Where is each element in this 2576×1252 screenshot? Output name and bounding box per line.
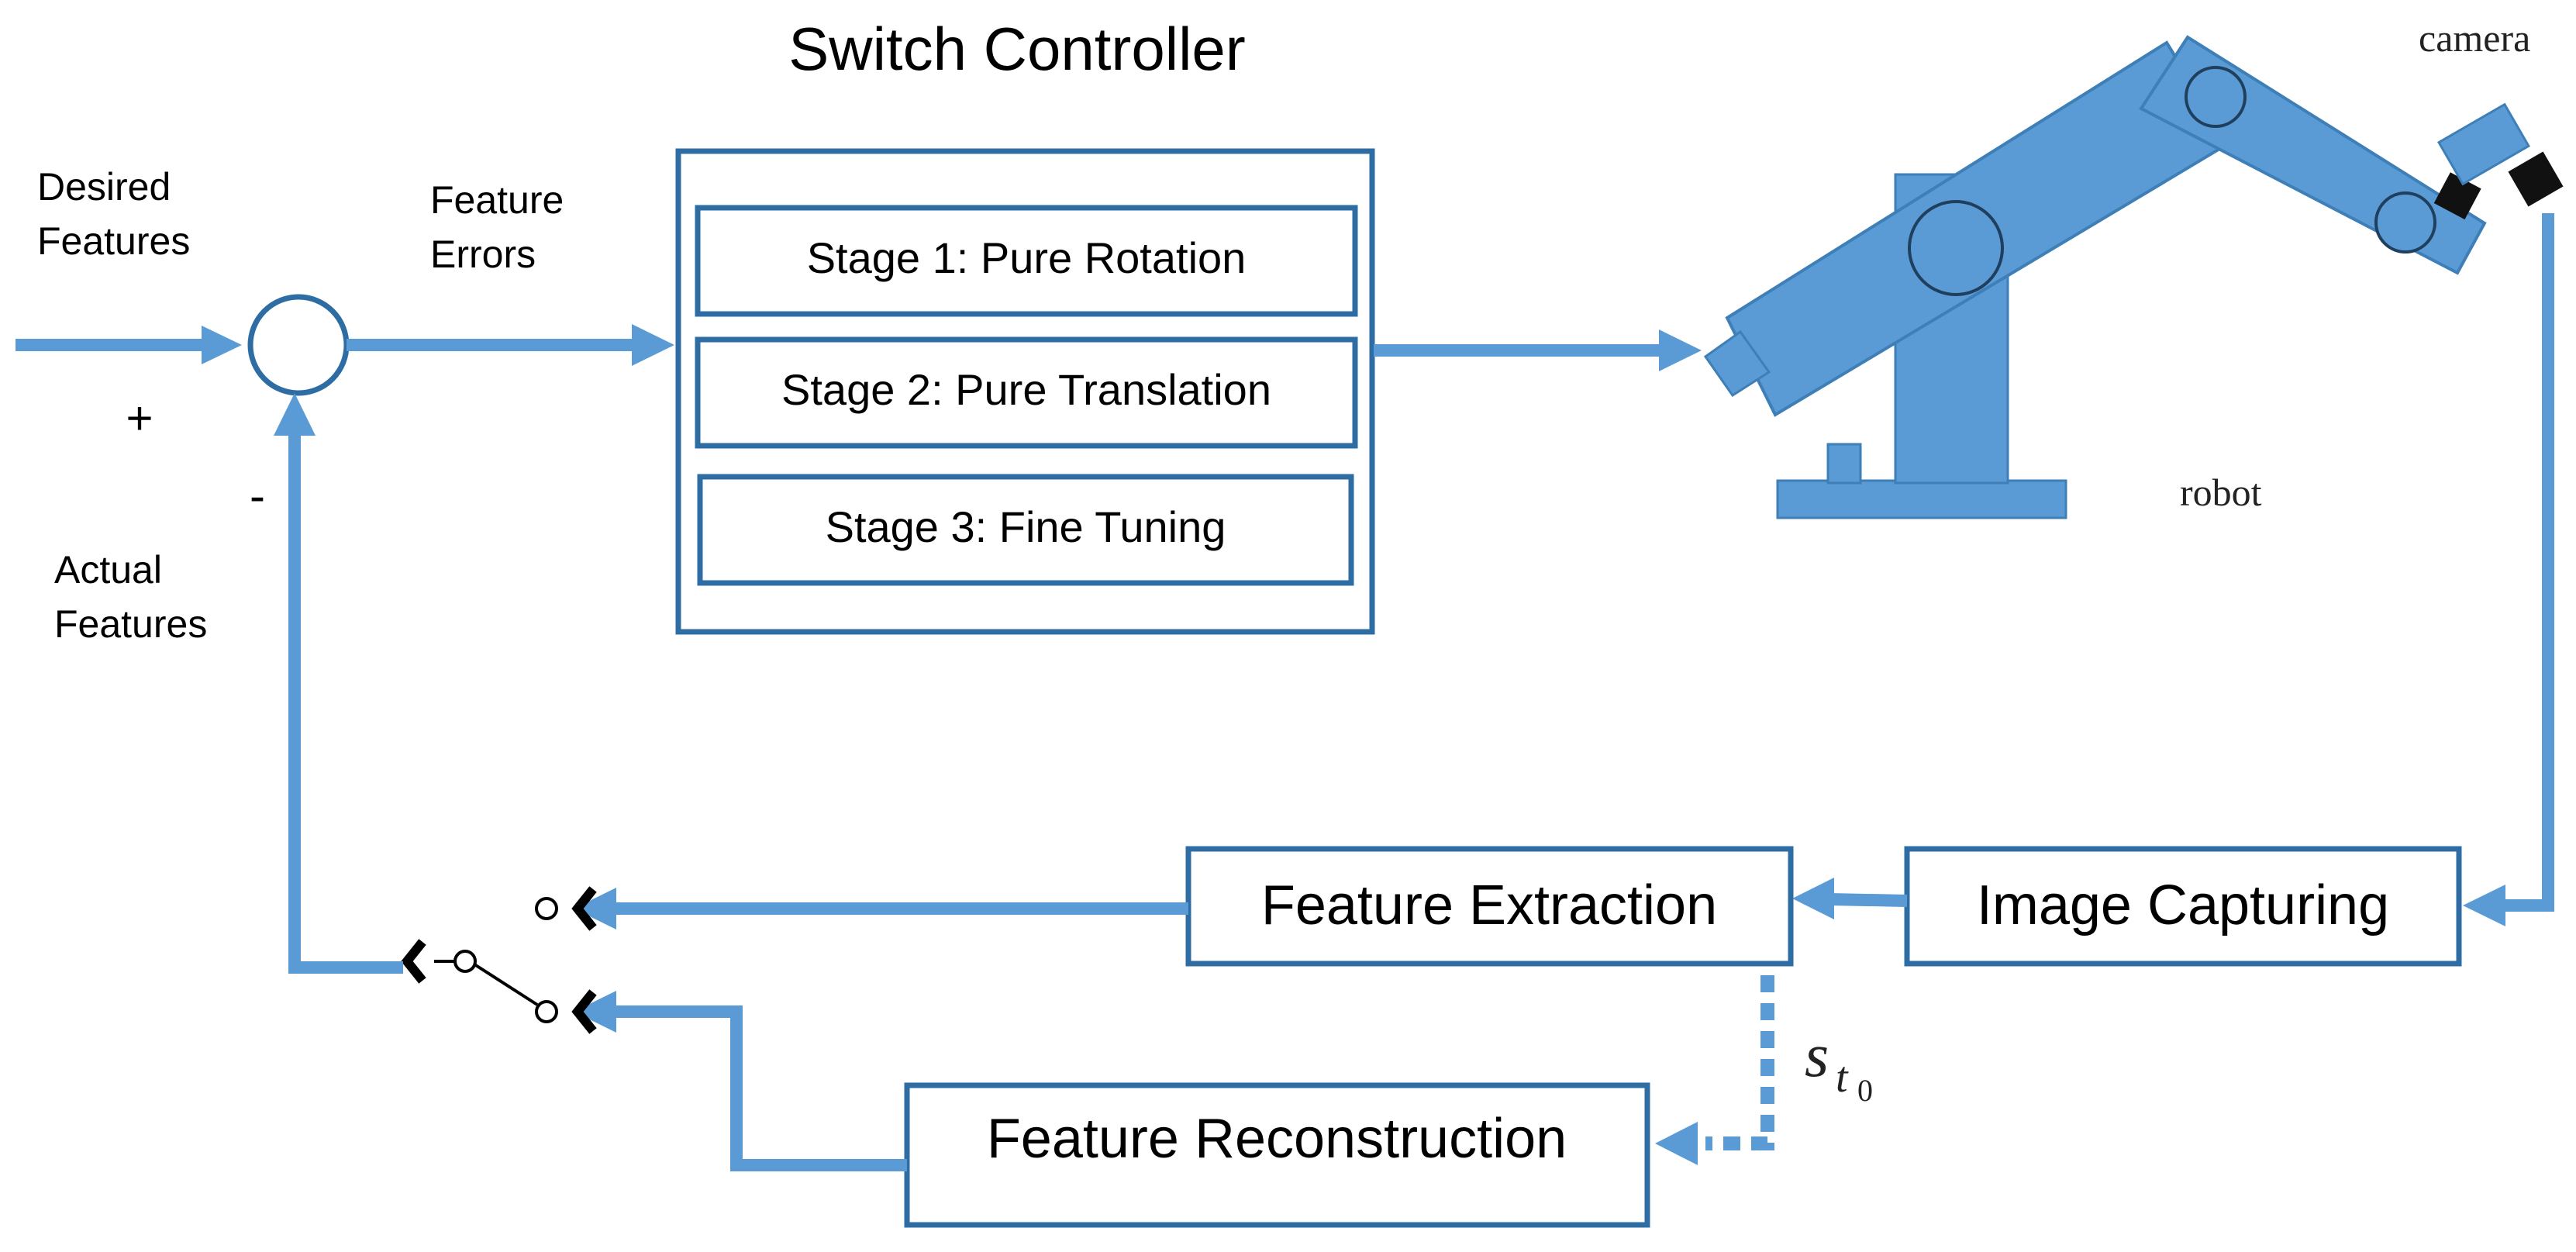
stage-label-1: Stage 1: Pure Rotation xyxy=(807,233,1247,282)
initial-feature-symbol: s t 0 xyxy=(1805,1022,1873,1108)
image-capturing-label: Image Capturing xyxy=(1977,874,2389,936)
camera-body-icon xyxy=(2437,102,2530,186)
switch-controller-title: Switch Controller xyxy=(788,15,1246,83)
robot-wrist-joint xyxy=(2374,191,2436,254)
feature-extraction-block: Feature Extraction xyxy=(1185,846,1794,967)
capture-to-extraction-arrow xyxy=(1792,878,1908,919)
camera-mount xyxy=(2433,172,2481,220)
stage-box-1: Stage 1: Pure Rotation xyxy=(695,205,1358,317)
robot-base xyxy=(1776,479,2067,519)
image-capturing-block: Image Capturing xyxy=(1904,846,2462,967)
desired-features-label-line1: Desired xyxy=(37,165,171,209)
actual-features-feedback-arrow xyxy=(274,393,403,974)
extraction-to-switch-arrow xyxy=(574,888,1188,930)
feature-reconstruction-label: Feature Reconstruction xyxy=(987,1108,1567,1170)
desired-features-label-line2: Features xyxy=(37,219,190,263)
stage-box-3: Stage 3: Fine Tuning xyxy=(697,474,1354,586)
feature-extraction-label: Feature Extraction xyxy=(1261,874,1717,936)
stage-box-2: Stage 2: Pure Translation xyxy=(695,336,1358,449)
robot-shoulder-joint xyxy=(1908,200,2004,296)
camera-lens-icon xyxy=(2508,151,2564,207)
feature-reconstruction-block: Feature Reconstruction xyxy=(904,1082,1650,1228)
desired-input-arrow xyxy=(16,326,242,364)
feature-errors-label-line1: Feature xyxy=(430,178,564,222)
feature-errors-label-line2: Errors xyxy=(430,233,536,276)
summing-junction xyxy=(247,294,350,396)
actual-features-label-line1: Actual xyxy=(54,548,162,592)
robot-base-knob xyxy=(1826,443,1862,485)
initial-feature-dotted-link xyxy=(1655,975,1774,1165)
command-arrow xyxy=(1374,329,1702,371)
stage-label-2: Stage 2: Pure Translation xyxy=(781,365,1271,414)
plus-sign: + xyxy=(126,392,153,444)
signal-symbol: s xyxy=(1805,1022,1829,1090)
feedback-switch xyxy=(401,886,597,1034)
robot-elbow-joint xyxy=(2185,66,2247,128)
camera-label: camera xyxy=(2419,16,2530,60)
reconstruction-to-switch-arrow xyxy=(574,991,907,1171)
error-arrow xyxy=(347,324,674,366)
stage-label-3: Stage 3: Fine Tuning xyxy=(826,502,1226,551)
camera-feedback-arrow xyxy=(2463,213,2554,926)
robot-arm-illustration xyxy=(1703,35,2564,519)
robot-end-effector xyxy=(1703,329,1771,398)
signal-subscript: t xyxy=(1836,1054,1849,1102)
actual-features-label-line2: Features xyxy=(54,602,207,646)
robot-label: robot xyxy=(2180,471,2262,514)
signal-sub-subscript: 0 xyxy=(1857,1073,1873,1108)
minus-sign: - xyxy=(250,470,265,522)
